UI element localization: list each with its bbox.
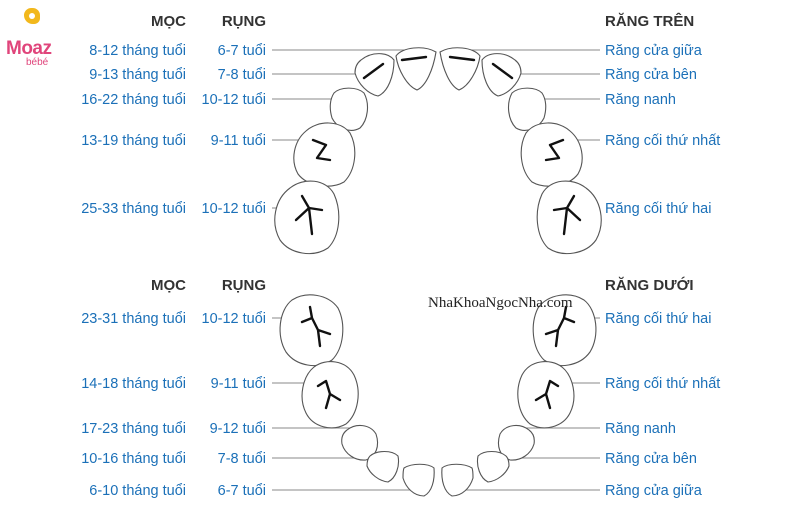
logo-subtext: bébé bbox=[26, 57, 49, 68]
upper-second-molar-fissure-left bbox=[294, 194, 324, 236]
upper-second-molar-right bbox=[536, 180, 602, 255]
lower-second-molar-right bbox=[532, 294, 597, 367]
lower-second-molar-fissure-left bbox=[300, 305, 332, 348]
upper-row-shed: 7-8 tuổi bbox=[218, 67, 266, 83]
upper-row-tooth: Răng cối thứ nhất bbox=[605, 133, 720, 149]
upper-row-tooth: Răng cửa bên bbox=[605, 67, 697, 83]
upper-row-erupt: 13-19 tháng tuổi bbox=[81, 133, 186, 149]
upper-lateral-incisor-fissure-left bbox=[362, 62, 385, 80]
teeth-outlines bbox=[274, 47, 602, 497]
upper-canine-left bbox=[329, 87, 369, 131]
upper-row-shed: 10-12 tuổi bbox=[202, 201, 267, 217]
upper-central-incisor-left bbox=[395, 47, 437, 91]
lower-row-erupt: 17-23 tháng tuổi bbox=[81, 421, 186, 437]
lower-lateral-incisor-right-group bbox=[476, 450, 510, 483]
lower-second-molar-left bbox=[279, 294, 344, 367]
upper-header-erupt: MỌC bbox=[151, 13, 186, 30]
lower-central-incisor-right bbox=[441, 463, 474, 497]
lower-row-tooth: Răng nanh bbox=[605, 421, 676, 437]
lower-header-shed: RỤNG bbox=[222, 277, 266, 294]
upper-first-molar-left bbox=[293, 122, 356, 187]
upper-row-erupt: 9-13 tháng tuổi bbox=[89, 67, 186, 83]
upper-row-shed: 9-11 tuổi bbox=[211, 133, 266, 149]
lower-row-erupt: 23-31 tháng tuổi bbox=[81, 311, 186, 327]
lower-first-molar-fissure-left bbox=[316, 379, 342, 410]
lower-row-erupt: 6-10 tháng tuổi bbox=[89, 483, 186, 499]
brand-logo: Moaz bébé bbox=[4, 8, 74, 68]
upper-first-molar-fissure-right bbox=[544, 138, 565, 162]
lower-first-molar-right-group bbox=[517, 361, 575, 429]
lower-central-incisor-left bbox=[402, 463, 435, 497]
upper-row-tooth: Răng nanh bbox=[605, 92, 676, 108]
upper-header-shed: RỤNG bbox=[222, 13, 266, 30]
upper-central-incisor-right bbox=[439, 47, 481, 91]
lower-row-tooth: Răng cửa giữa bbox=[605, 483, 703, 499]
lower-second-molar-right-group bbox=[532, 294, 597, 367]
upper-row-shed: 10-12 tuổi bbox=[202, 92, 267, 108]
lower-row-tooth: Răng cửa bên bbox=[605, 451, 697, 467]
lower-central-incisor-right-group bbox=[441, 463, 474, 497]
upper-second-molar-left bbox=[274, 180, 340, 255]
lower-row-shed: 9-12 tuổi bbox=[210, 421, 266, 437]
watermark: NhaKhoaNgocNha.com bbox=[428, 295, 573, 311]
upper-central-incisor-fissure-left bbox=[400, 55, 428, 62]
upper-lateral-incisor-right bbox=[481, 53, 522, 97]
lower-title: RĂNG DƯỚI bbox=[605, 276, 694, 294]
lower-second-molar-fissure-right bbox=[544, 305, 576, 348]
upper-central-incisor-right-group bbox=[439, 47, 481, 91]
lower-canine-left bbox=[341, 425, 379, 461]
upper-second-molar-right-group bbox=[536, 180, 602, 255]
upper-row-erupt: 8-12 tháng tuổi bbox=[89, 43, 186, 59]
lower-row-tooth: Răng cối thứ nhất bbox=[605, 376, 720, 392]
lower-canine-right-group bbox=[497, 425, 535, 461]
lower-row-tooth: Răng cối thứ hai bbox=[605, 311, 711, 327]
upper-first-molar-fissure-left bbox=[311, 138, 332, 162]
lower-lateral-incisor-left bbox=[366, 450, 400, 483]
upper-canine-right-group bbox=[507, 87, 547, 131]
upper-row-erupt: 25-33 tháng tuổi bbox=[81, 201, 186, 217]
upper-row-erupt: 16-22 tháng tuổi bbox=[81, 92, 186, 108]
upper-row-tooth: Răng cối thứ hai bbox=[605, 201, 711, 217]
upper-row-tooth: Răng cửa giữa bbox=[605, 43, 703, 59]
upper-lateral-incisor-fissure-right bbox=[491, 62, 514, 80]
lower-row-shed: 9-11 tuổi bbox=[211, 376, 266, 392]
elephant-logo-icon bbox=[24, 8, 40, 24]
upper-row-shed: 6-7 tuổi bbox=[218, 43, 266, 59]
upper-central-incisor-fissure-right bbox=[448, 55, 476, 62]
lower-row-shed: 7-8 tuổi bbox=[218, 451, 266, 467]
lower-lateral-incisor-right bbox=[476, 450, 510, 483]
logo-text: Moaz bbox=[6, 38, 52, 59]
lower-row-shed: 6-7 tuổi bbox=[218, 483, 266, 499]
lower-header-erupt: MỌC bbox=[151, 277, 186, 294]
upper-second-molar-fissure-right bbox=[552, 194, 582, 236]
upper-first-molar-right-group bbox=[520, 122, 583, 187]
upper-lateral-incisor-right-group bbox=[481, 53, 522, 97]
lower-canine-right bbox=[497, 425, 535, 461]
lower-row-shed: 10-12 tuổi bbox=[202, 311, 267, 327]
lower-row-erupt: 14-18 tháng tuổi bbox=[81, 376, 186, 392]
upper-title: RĂNG TRÊN bbox=[605, 12, 694, 30]
upper-first-molar-right bbox=[520, 122, 583, 187]
lower-row-erupt: 10-16 tháng tuổi bbox=[81, 451, 186, 467]
upper-canine-right bbox=[507, 87, 547, 131]
lower-first-molar-fissure-right bbox=[534, 379, 560, 410]
upper-lateral-incisor-left bbox=[354, 53, 395, 97]
